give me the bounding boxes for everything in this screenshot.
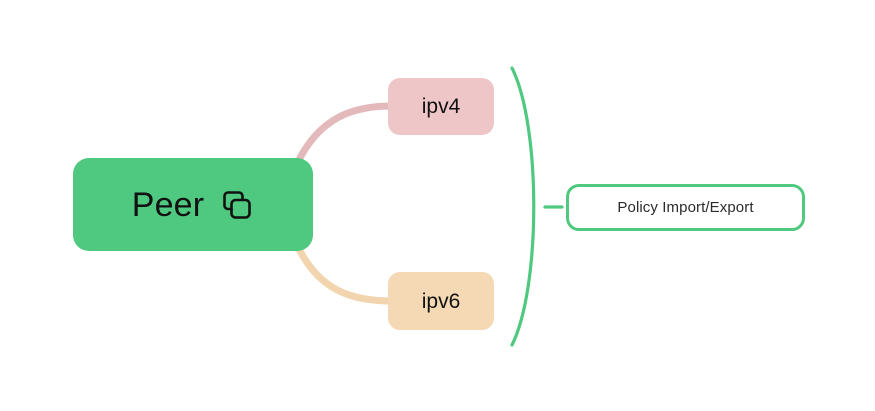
edge-peer-to-ipv6 — [292, 239, 396, 305]
edge-peer-to-ipv4 — [292, 102, 396, 170]
group-brace — [510, 66, 536, 347]
duplicate-icon — [220, 188, 254, 222]
node-ipv6[interactable]: ipv6 — [388, 272, 494, 330]
node-ipv6-label: ipv6 — [421, 289, 461, 313]
node-ipv4-label: ipv4 — [421, 95, 461, 118]
node-ipv4[interactable]: ipv4 — [388, 78, 494, 135]
node-policy-import-export[interactable]: Policy Import/Export — [566, 184, 805, 231]
node-peer[interactable]: Peer — [73, 158, 313, 251]
node-policy-label: Policy Import/Export — [617, 199, 754, 216]
node-peer-label: Peer — [131, 185, 205, 224]
